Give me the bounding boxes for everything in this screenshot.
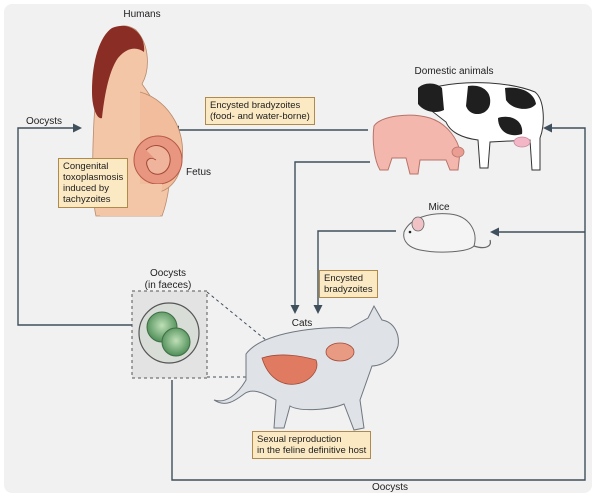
box-line: (food- and water-borne) (210, 111, 310, 122)
cats-label: Cats (292, 318, 313, 329)
oocysts-bottom-label: Oocysts (372, 482, 408, 493)
oocysts-faeces-label-line2: (in faeces) (145, 280, 192, 291)
encysted-bradyzoites-mice-box: Encysted bradyzoites (319, 270, 378, 298)
box-line: induced by (63, 183, 123, 194)
box-line: Encysted bradyzoites (210, 100, 310, 111)
fetus-label: Fetus (186, 167, 211, 178)
domestic-animals-label: Domestic animals (415, 66, 494, 77)
congenital-toxoplasmosis-box: Congenital toxoplasmosis induced by tach… (58, 158, 128, 208)
box-line: tachyzoites (63, 194, 123, 205)
encysted-bradyzoites-food-box: Encysted bradyzoites (food- and water-bo… (205, 97, 315, 125)
mice-label: Mice (428, 202, 450, 213)
box-line: bradyzoites (324, 284, 373, 295)
box-line: toxoplasmosis (63, 172, 123, 183)
sexual-reproduction-box: Sexual reproduction in the feline defini… (252, 431, 371, 459)
box-line: Sexual reproduction (257, 434, 366, 445)
humans-label: Humans (123, 9, 160, 20)
box-line: Congenital (63, 161, 123, 172)
box-line: in the feline definitive host (257, 445, 366, 456)
box-line: Encysted (324, 273, 373, 284)
oocysts-faeces-label-line1: Oocysts (150, 268, 186, 279)
background-panel (4, 4, 592, 493)
oocyst-magnifier (132, 291, 207, 378)
oocysts-left-label: Oocysts (26, 116, 62, 127)
